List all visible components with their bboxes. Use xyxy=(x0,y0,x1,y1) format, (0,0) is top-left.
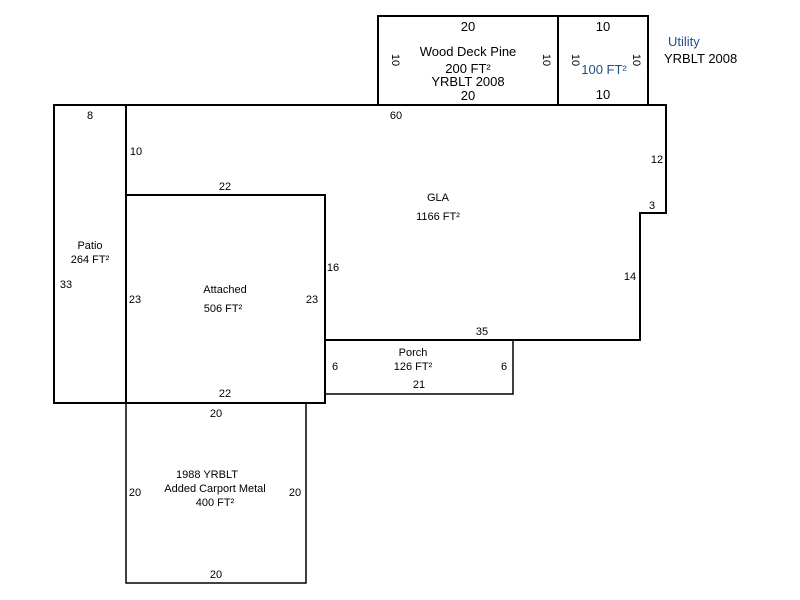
carport-name: Added Carport Metal xyxy=(164,483,266,495)
porch-outline xyxy=(325,339,514,395)
carport-bottom-dim: 20 xyxy=(210,569,222,581)
gla-step-dim: 3 xyxy=(649,200,655,212)
porch-left-dim: 6 xyxy=(332,361,338,373)
utility-area: 100 FT² xyxy=(581,62,627,77)
carport-year: 1988 YRBLT xyxy=(176,469,238,481)
carport-left-dim: 20 xyxy=(129,487,141,499)
attached-left-dim: 23 xyxy=(129,294,141,306)
attached-top-dim: 22 xyxy=(219,181,231,193)
carport-top-dim: 20 xyxy=(210,408,222,420)
porch-name: Porch xyxy=(399,347,428,359)
attached-area: 506 FT² xyxy=(204,303,243,315)
utility-top-dim: 10 xyxy=(596,19,610,34)
carport-outline xyxy=(125,402,307,584)
porch-right-dim: 6 xyxy=(501,361,507,373)
wood-deck-right-dim: 10 xyxy=(540,54,552,66)
wood-deck-top-dim: 20 xyxy=(461,19,475,34)
utility-year: YRBLT 2008 xyxy=(664,51,737,66)
gla-right-lower-dim: 14 xyxy=(624,271,636,283)
patio-area: 264 FT² xyxy=(71,254,110,266)
gla-left-upper-dim: 10 xyxy=(130,146,142,158)
gla-bottom-dim: 35 xyxy=(476,326,488,338)
patio-left-dim: 33 xyxy=(60,279,72,291)
porch-area: 126 FT² xyxy=(394,361,433,373)
carport-right-dim: 20 xyxy=(289,487,301,499)
wood-deck-left-dim: 10 xyxy=(389,54,401,66)
gla-name: GLA xyxy=(427,192,450,204)
gla-area: 1166 FT² xyxy=(416,211,460,223)
wood-deck-year: YRBLT 2008 xyxy=(431,74,504,89)
utility-bottom-dim: 10 xyxy=(596,87,610,102)
attached-bottom-dim: 22 xyxy=(219,388,231,400)
attached-name: Attached xyxy=(203,284,246,296)
attached-outline xyxy=(125,194,326,404)
porch-bottom-dim: 21 xyxy=(413,379,425,391)
gla-top-dim: 60 xyxy=(390,110,402,122)
gla-right-upper-dim: 12 xyxy=(651,154,663,166)
utility-name: Utility xyxy=(668,34,700,49)
gla-outline xyxy=(126,104,667,341)
wood-deck-name: Wood Deck Pine xyxy=(420,44,517,59)
carport-area: 400 FT² xyxy=(196,497,235,509)
wood-deck-area: 200 FT² xyxy=(445,61,491,76)
patio-top-dim: 8 xyxy=(87,110,93,122)
utility-right-dim: 10 xyxy=(630,54,642,66)
patio-name: Patio xyxy=(77,240,102,252)
wood-deck-bottom-dim: 20 xyxy=(461,88,475,103)
attached-right-dim: 23 xyxy=(306,294,318,306)
utility-left-dim: 10 xyxy=(569,54,581,66)
gla-inner-right-dim: 16 xyxy=(327,262,339,274)
